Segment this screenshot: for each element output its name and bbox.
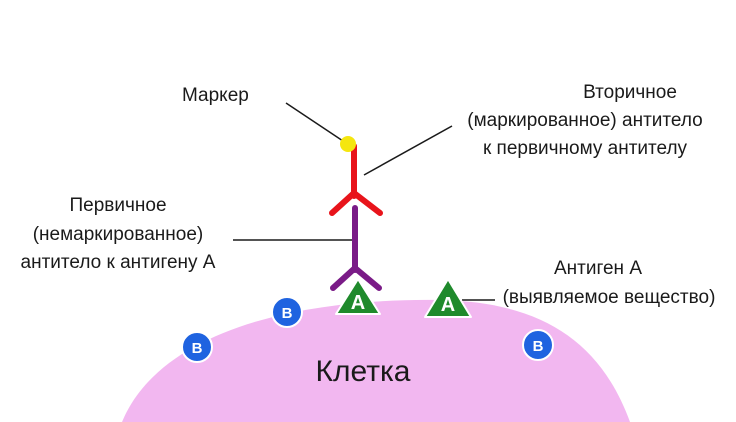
- primary-antibody-label-3: антитело к антигену А: [21, 252, 216, 273]
- antigen-b-2-letter: B: [282, 305, 293, 322]
- antigen-b-1-letter: B: [192, 340, 203, 357]
- cell: [122, 299, 630, 422]
- antigen-a-free-letter: A: [441, 294, 455, 316]
- antigen-a-free: A: [424, 278, 472, 318]
- marker-label: Маркер: [182, 85, 249, 106]
- primary-antibody: [330, 205, 382, 291]
- cell-label: Клетка: [316, 355, 411, 388]
- antigen-a-bound-letter: A: [351, 292, 365, 314]
- primary-antibody-label-1: Первичное: [69, 195, 166, 216]
- antigen-b-2: B: [271, 296, 303, 328]
- marker-dot: [340, 136, 356, 152]
- secondary-antibody-label-1: Вторичное: [583, 82, 677, 103]
- marker-leader-line: [285, 102, 347, 144]
- secondary-antibody-label-2: (маркированное) антитело: [467, 110, 702, 131]
- antigen-a-label-2: (выявляемое вещество): [503, 287, 716, 308]
- antigen-b-3-letter: B: [533, 338, 544, 355]
- secondary-leader-line: [363, 125, 453, 176]
- antigen-a-bound: A: [335, 278, 381, 315]
- antigen-b-1: B: [181, 331, 213, 363]
- secondary-antibody-label-3: к первичному антителу: [483, 138, 688, 159]
- primary-antibody-label-2: (немаркированное): [33, 224, 204, 245]
- secondary-antibody: [329, 143, 383, 216]
- antigen-a-label-1: Антиген А: [554, 258, 642, 279]
- antigen-b-3: B: [522, 329, 554, 361]
